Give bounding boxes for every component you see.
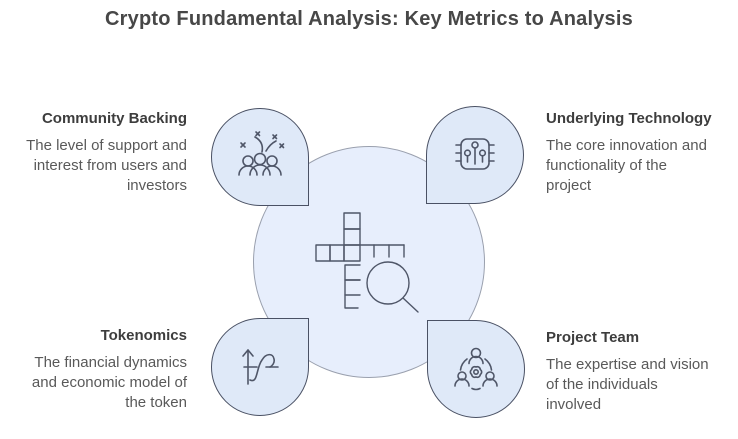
community-celebration-icon — [231, 128, 289, 186]
underlying-technology-badge — [426, 106, 524, 204]
growth-curve-icon — [231, 338, 289, 396]
metric-heading: Project Team — [546, 329, 640, 346]
community-backing-badge — [211, 108, 309, 206]
metric-heading: Community Backing — [41, 110, 187, 127]
metric-description: The level of support and interest from u… — [26, 137, 187, 194]
metric-underlying-technology: Underlying Technology The core innovatio… — [546, 110, 722, 196]
metric-description: The core innovation and functionality of… — [546, 137, 707, 194]
tokenomics-badge — [211, 318, 309, 416]
team-gear-icon — [447, 340, 505, 398]
metric-project-team: Project Team The expertise and vision of… — [546, 329, 722, 415]
page-title: Crypto Fundamental Analysis: Key Metrics… — [105, 8, 633, 30]
microchip-circuit-icon — [446, 126, 504, 184]
metric-community-backing: Community Backing The level of support a… — [20, 110, 187, 196]
magnifier-blocks-icon — [314, 207, 424, 317]
project-team-badge — [427, 320, 525, 418]
metric-tokenomics: Tokenomics The financial dynamics and ec… — [18, 327, 187, 413]
metric-heading: Underlying Technology — [546, 110, 712, 127]
metric-description: The expertise and vision of the individu… — [546, 356, 709, 413]
metric-heading: Tokenomics — [100, 327, 187, 344]
metric-description: The financial dynamics and economic mode… — [31, 354, 187, 411]
